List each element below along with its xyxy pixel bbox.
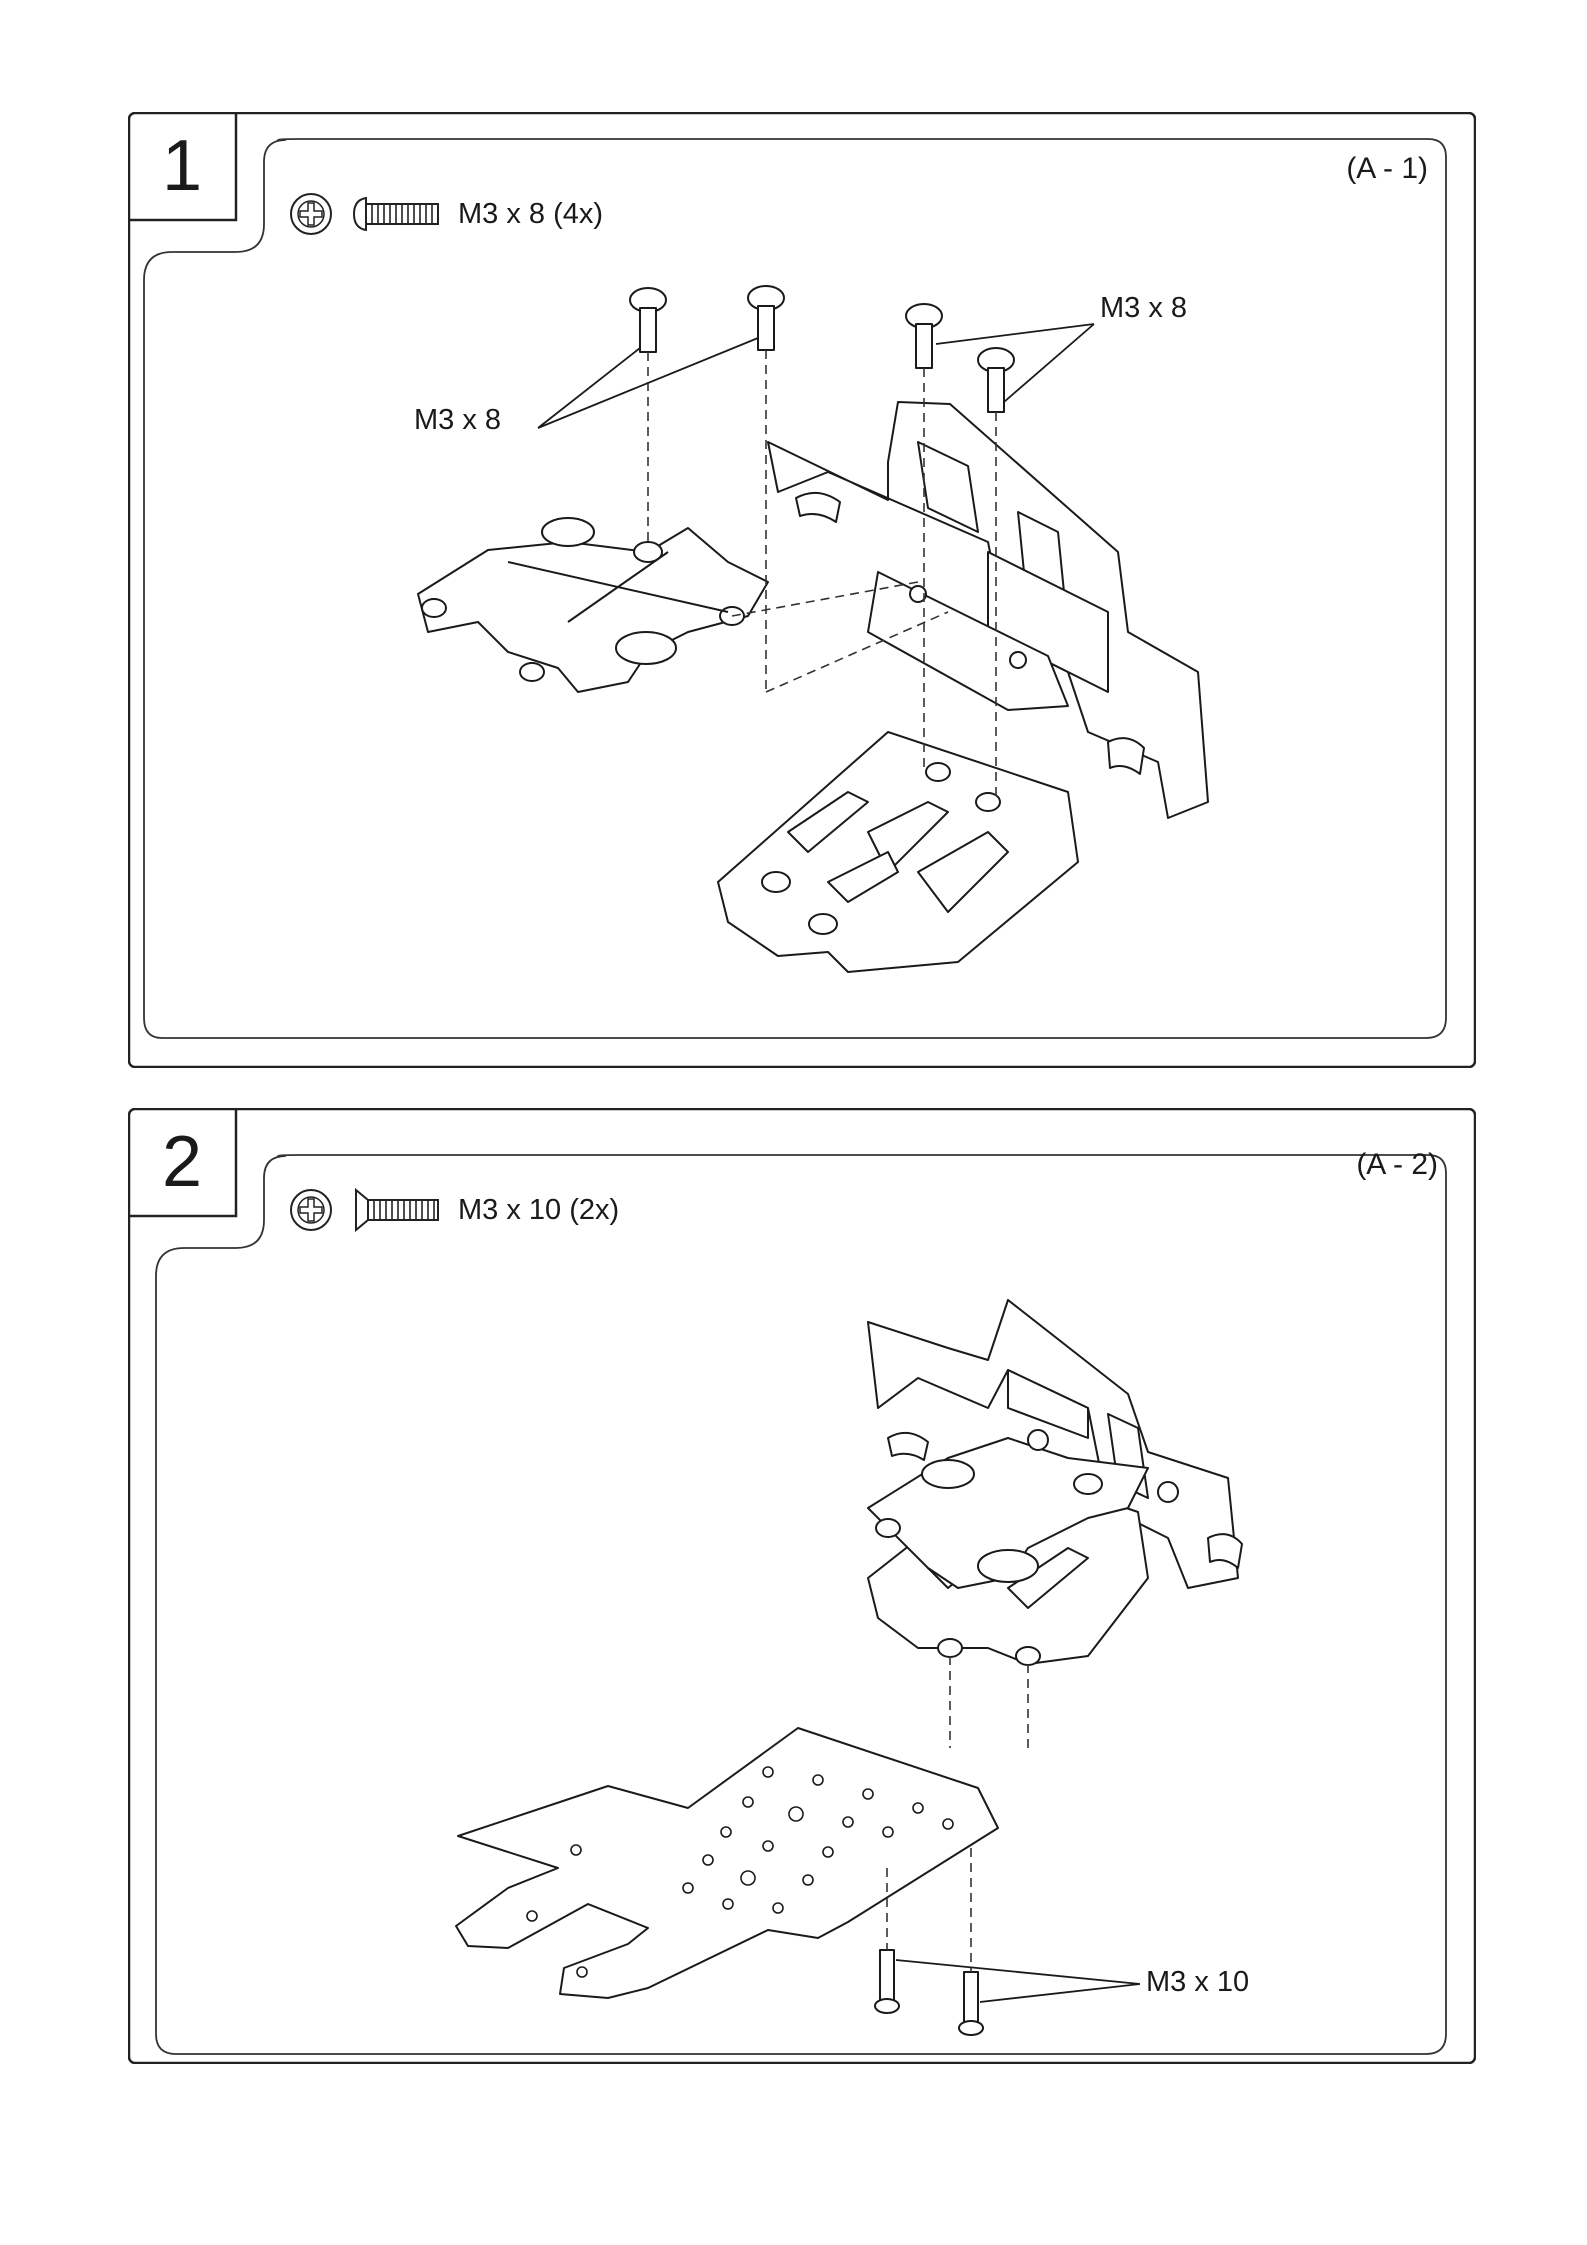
assembly-step-2: 2 (A - 2) M3 x 10 (2x) (128, 1108, 1476, 2064)
callout-label: M3 x 10 (1146, 1966, 1249, 1999)
exploded-assembly-drawing (128, 112, 1476, 1068)
exploded-assembly-drawing (128, 1108, 1476, 2064)
callout-label: M3 x 8 (1100, 292, 1187, 325)
callout-label: M3 x 8 (414, 404, 501, 437)
assembly-step-1: 1 (A - 1) M3 x 8 (4x) (128, 112, 1476, 1068)
screw (630, 286, 1014, 412)
